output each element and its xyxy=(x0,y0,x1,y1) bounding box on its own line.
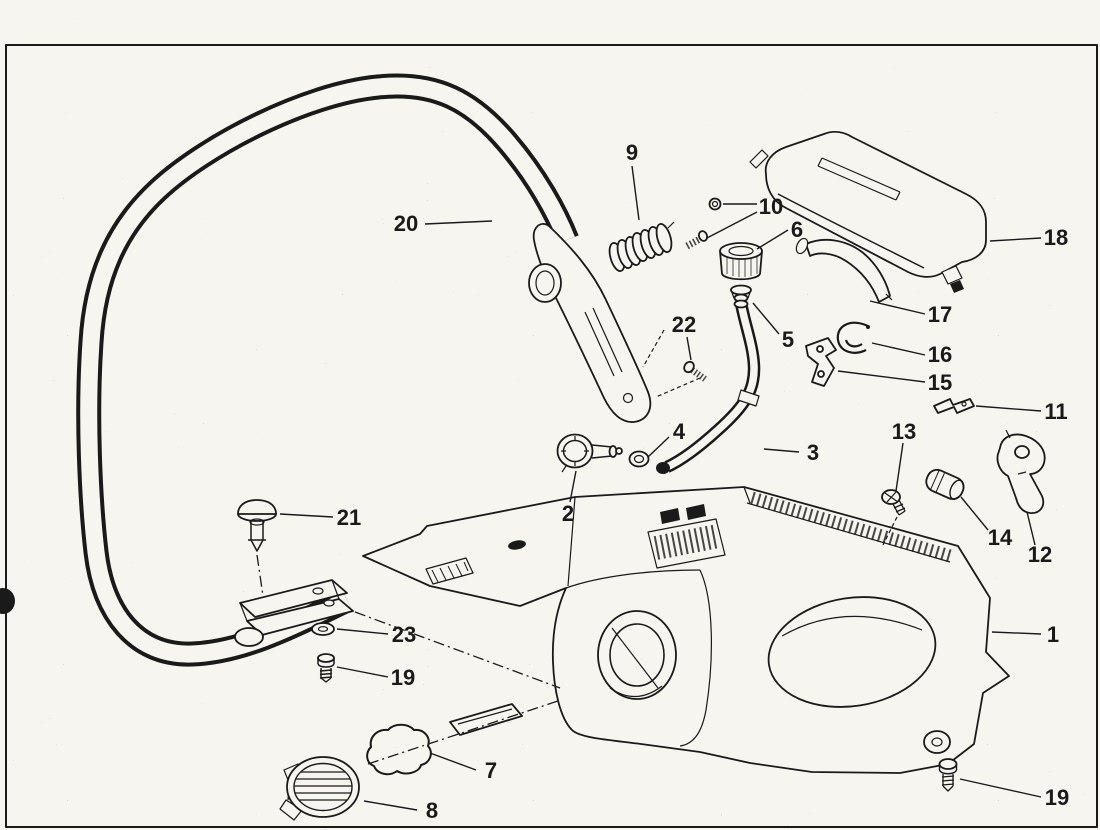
callout-17: 17 xyxy=(928,302,952,327)
part-3-fuel-hose xyxy=(656,299,761,474)
part-12-latch xyxy=(996,429,1046,514)
part-19-screw-right xyxy=(938,758,958,792)
deck-hatched-port xyxy=(425,557,474,585)
deck-oval-hole xyxy=(508,540,526,550)
callout-14: 14 xyxy=(988,525,1013,550)
part-10-nut-and-screw xyxy=(685,197,722,250)
part-8-fuel-cap xyxy=(279,756,360,821)
callout-6: 6 xyxy=(791,217,803,242)
handle-bend-hole xyxy=(528,263,562,303)
handle-mount-bracket xyxy=(234,579,354,647)
callout-20: 20 xyxy=(394,211,418,236)
callout-5: 5 xyxy=(782,327,794,352)
wavy-o-ring xyxy=(366,723,432,776)
leader-15 xyxy=(837,370,926,383)
leader-16 xyxy=(871,342,926,356)
leader-11 xyxy=(975,405,1042,412)
part-22-screw xyxy=(642,329,707,398)
callout-19-right: 19 xyxy=(1045,785,1069,810)
callout-13: 13 xyxy=(892,419,916,444)
part-6-filter xyxy=(719,242,763,281)
leader-1 xyxy=(991,631,1042,635)
leader-23 xyxy=(336,628,389,635)
part-13-screw xyxy=(881,489,906,546)
part-9-spring xyxy=(608,221,675,272)
callout-8: 8 xyxy=(426,798,438,823)
callout-22: 22 xyxy=(672,312,696,337)
rear-handle-cutout xyxy=(767,596,937,708)
part-23-washer xyxy=(311,622,335,636)
leader-3 xyxy=(763,448,800,453)
leader-9 xyxy=(631,165,640,221)
leader-4 xyxy=(647,436,670,458)
part-21-plug xyxy=(237,499,277,597)
page-frame xyxy=(0,44,1098,828)
leader-8 xyxy=(363,800,418,811)
callout-2: 2 xyxy=(562,501,574,526)
leader-6 xyxy=(756,229,789,250)
tank-foot-boss xyxy=(923,730,951,754)
part-16-spring-clip xyxy=(836,321,870,354)
callouts: 1 2 3 4 5 6 7 8 9 10 11 12 13 14 15 16 1… xyxy=(279,140,1069,823)
callout-11: 11 xyxy=(1044,399,1067,424)
hose-mid-connector xyxy=(737,389,760,407)
callout-16: 16 xyxy=(928,342,952,367)
callout-15: 15 xyxy=(928,370,952,395)
punch-hole-mark xyxy=(0,588,15,614)
leader-14 xyxy=(960,496,989,531)
callout-19-left: 19 xyxy=(391,665,415,690)
part-11-flat-clip xyxy=(933,398,975,414)
leader-2 xyxy=(569,470,577,503)
callout-12: 12 xyxy=(1028,542,1052,567)
callout-4: 4 xyxy=(673,419,686,444)
part-14-bushing xyxy=(925,468,965,500)
leader-18 xyxy=(989,237,1042,242)
leader-21 xyxy=(279,513,334,518)
part-7-gasket xyxy=(366,703,523,776)
callout-9: 9 xyxy=(626,140,638,165)
leader-12 xyxy=(1026,511,1036,546)
part-5-grommet xyxy=(730,284,752,303)
part-1-fuel-tank-housing xyxy=(362,486,1010,774)
top-rib-band xyxy=(750,491,952,563)
part-18-top-cover xyxy=(749,130,987,293)
leader-10b xyxy=(706,211,758,239)
part-19-screw-left xyxy=(317,653,335,683)
callout-10: 10 xyxy=(759,194,783,219)
callout-1: 1 xyxy=(1047,622,1059,647)
part-15-bracket xyxy=(805,337,837,387)
callout-18: 18 xyxy=(1044,225,1068,250)
leader-22 xyxy=(686,336,692,361)
part-4-ring xyxy=(628,450,650,468)
leader-7 xyxy=(429,752,477,771)
assembly-axis-lines xyxy=(354,611,561,765)
callout-3: 3 xyxy=(807,440,819,465)
handle-clamp-nub xyxy=(234,627,264,647)
part-2-tank-vent xyxy=(556,433,623,473)
callout-7: 7 xyxy=(485,758,497,783)
leader-19-left xyxy=(336,666,389,678)
leader-13 xyxy=(895,442,904,492)
part-20-front-handlebar xyxy=(76,73,652,667)
leader-5 xyxy=(752,302,780,335)
callout-23: 23 xyxy=(392,622,416,647)
leader-17 xyxy=(869,300,926,315)
leader-19-right xyxy=(959,778,1042,798)
callout-21: 21 xyxy=(337,505,361,530)
handle-flat-mount-blade xyxy=(532,223,652,423)
part-17-lever xyxy=(795,237,893,303)
leader-20 xyxy=(424,220,493,225)
hose-end-fitting xyxy=(656,462,670,474)
